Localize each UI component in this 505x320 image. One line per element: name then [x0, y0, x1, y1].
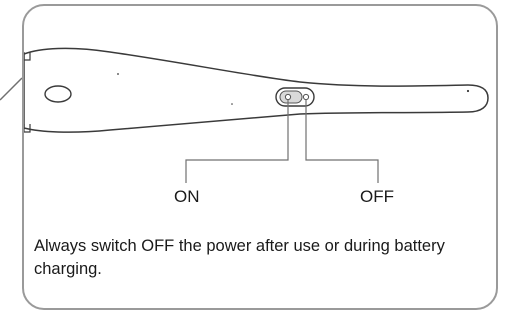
off-leader-line — [305, 100, 379, 183]
on-label: ON — [174, 187, 200, 206]
switch-on-marker — [284, 93, 292, 101]
instruction-caption: Always switch OFF the power after use or… — [34, 237, 445, 278]
on-leader-line — [185, 100, 289, 183]
blade-detail-dot — [231, 103, 233, 105]
callout-connector-line — [0, 77, 23, 101]
blade-root-lug-bottom — [23, 124, 31, 133]
propeller-blade-outline — [23, 47, 489, 133]
callout-frame — [22, 4, 498, 310]
switch-off-marker — [302, 93, 310, 101]
off-label: OFF — [360, 187, 394, 206]
blade-detail-dot — [466, 89, 470, 93]
blade-oval-mark — [44, 85, 72, 103]
blade-root-lug-top — [23, 52, 31, 61]
blade-detail-dot — [117, 73, 119, 75]
